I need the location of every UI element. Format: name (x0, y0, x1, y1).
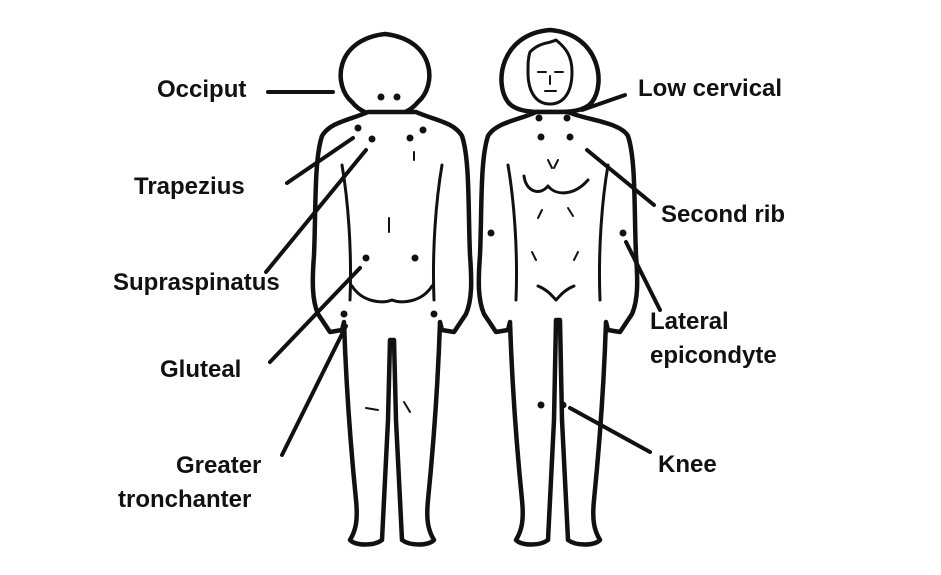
front-view-figure (476, 27, 640, 547)
tender-point-trapezius-right (419, 126, 427, 134)
front-waist-mark-left (537, 209, 543, 219)
tender-point-trochanter-left (340, 310, 348, 318)
leader-supraspinatus (264, 148, 368, 274)
front-left-arm-inner (506, 163, 519, 302)
front-hip-mark-right (573, 251, 579, 261)
tender-point-epicondyle-right (619, 229, 627, 237)
tender-point-low-cervical-left (535, 114, 543, 122)
back-right-arm-inner (431, 163, 444, 302)
front-groin-line (536, 284, 576, 302)
tender-point-low-cervical-right (563, 114, 571, 122)
label-greater-trochanter-line2: tronchanter (118, 486, 252, 513)
tender-point-trapezius-left (354, 124, 362, 132)
back-body-outline (310, 109, 474, 547)
leader-low-cervical (580, 93, 627, 112)
label-knee: Knee (658, 451, 717, 478)
tender-point-knee-left (537, 401, 545, 409)
back-knee-mark-left (365, 407, 379, 411)
front-face-outline (526, 38, 574, 106)
label-greater-trochanter-line1: Greater (176, 452, 262, 479)
leader-gluteal (268, 266, 362, 364)
tender-point-supraspinatus-right (406, 134, 414, 142)
front-sternum-mark-left (547, 159, 553, 169)
tender-point-second-rib-right (566, 133, 574, 141)
back-head-outline (338, 31, 432, 119)
label-occiput: Occiput (157, 76, 247, 103)
tender-point-trochanter-right (430, 310, 438, 318)
tender-point-knee-right (559, 401, 567, 409)
back-buttocks-curve (350, 284, 434, 304)
front-sternum-mark-right (553, 159, 559, 169)
tender-point-occiput-right (393, 93, 401, 101)
tender-point-epicondyle-left (487, 229, 495, 237)
label-second-rib: Second rib (661, 201, 786, 228)
back-knee-mark-right (403, 401, 411, 413)
back-view-figure (310, 31, 474, 547)
tender-point-supraspinatus-left (368, 135, 376, 143)
label-lateral-epicondyle-line2: epicondyte (650, 342, 777, 369)
label-supraspinatus: Supraspinatus (113, 269, 280, 296)
leader-lateral-epicondyle (624, 240, 662, 312)
label-trapezius: Trapezius (134, 173, 245, 200)
label-gluteal: Gluteal (160, 356, 242, 383)
leader-trapezius (285, 136, 355, 185)
front-waist-mark-right (567, 207, 574, 217)
front-body-outline (476, 109, 640, 547)
tender-point-occiput-left (377, 93, 385, 101)
tender-point-gluteal-right (411, 254, 419, 262)
label-lateral-epicondyle-line1: Lateral (650, 308, 729, 335)
leader-knee (568, 406, 652, 454)
tender-point-second-rib-left (537, 133, 545, 141)
leader-greater-trochanter (280, 324, 348, 457)
label-low-cervical: Low cervical (638, 75, 783, 102)
leader-second-rib (585, 148, 656, 207)
front-breast-line (522, 174, 590, 195)
front-hip-mark-left (531, 251, 537, 261)
front-right-arm-inner (597, 163, 610, 302)
tender-point-gluteal-left (362, 254, 370, 262)
